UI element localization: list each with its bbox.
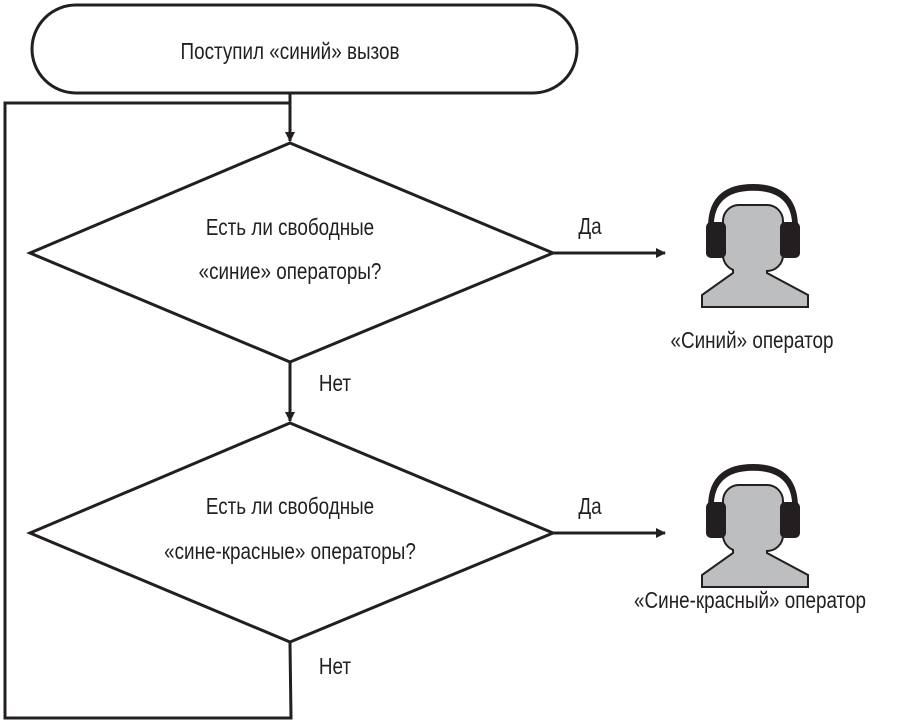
decision2-diamond <box>26 421 557 644</box>
decision1-no-label: Нет <box>318 370 352 396</box>
start-terminator <box>30 3 579 95</box>
decision2-line2: «сине-красные» операторы? <box>164 538 416 564</box>
operator1-label: «Синий» оператор <box>670 327 834 353</box>
start-label: Поступил «синий» вызов <box>180 38 400 64</box>
decision1-line1: Есть ли свободные <box>205 214 375 240</box>
operator-headset-icon <box>702 468 808 587</box>
decision2-yes-label: Да <box>578 493 602 519</box>
decision2-line1: Есть ли свободные <box>205 493 375 519</box>
operator-headset-icon <box>702 188 808 307</box>
decision1-diamond <box>26 141 557 364</box>
loop-back-line <box>3 101 293 720</box>
decision1-line2: «синие» операторы? <box>198 258 382 284</box>
decision2-no-label: Нет <box>318 653 352 679</box>
decision1-yes-label: Да <box>578 213 602 239</box>
operator2-label: «Сине-красный» оператор <box>634 587 866 613</box>
